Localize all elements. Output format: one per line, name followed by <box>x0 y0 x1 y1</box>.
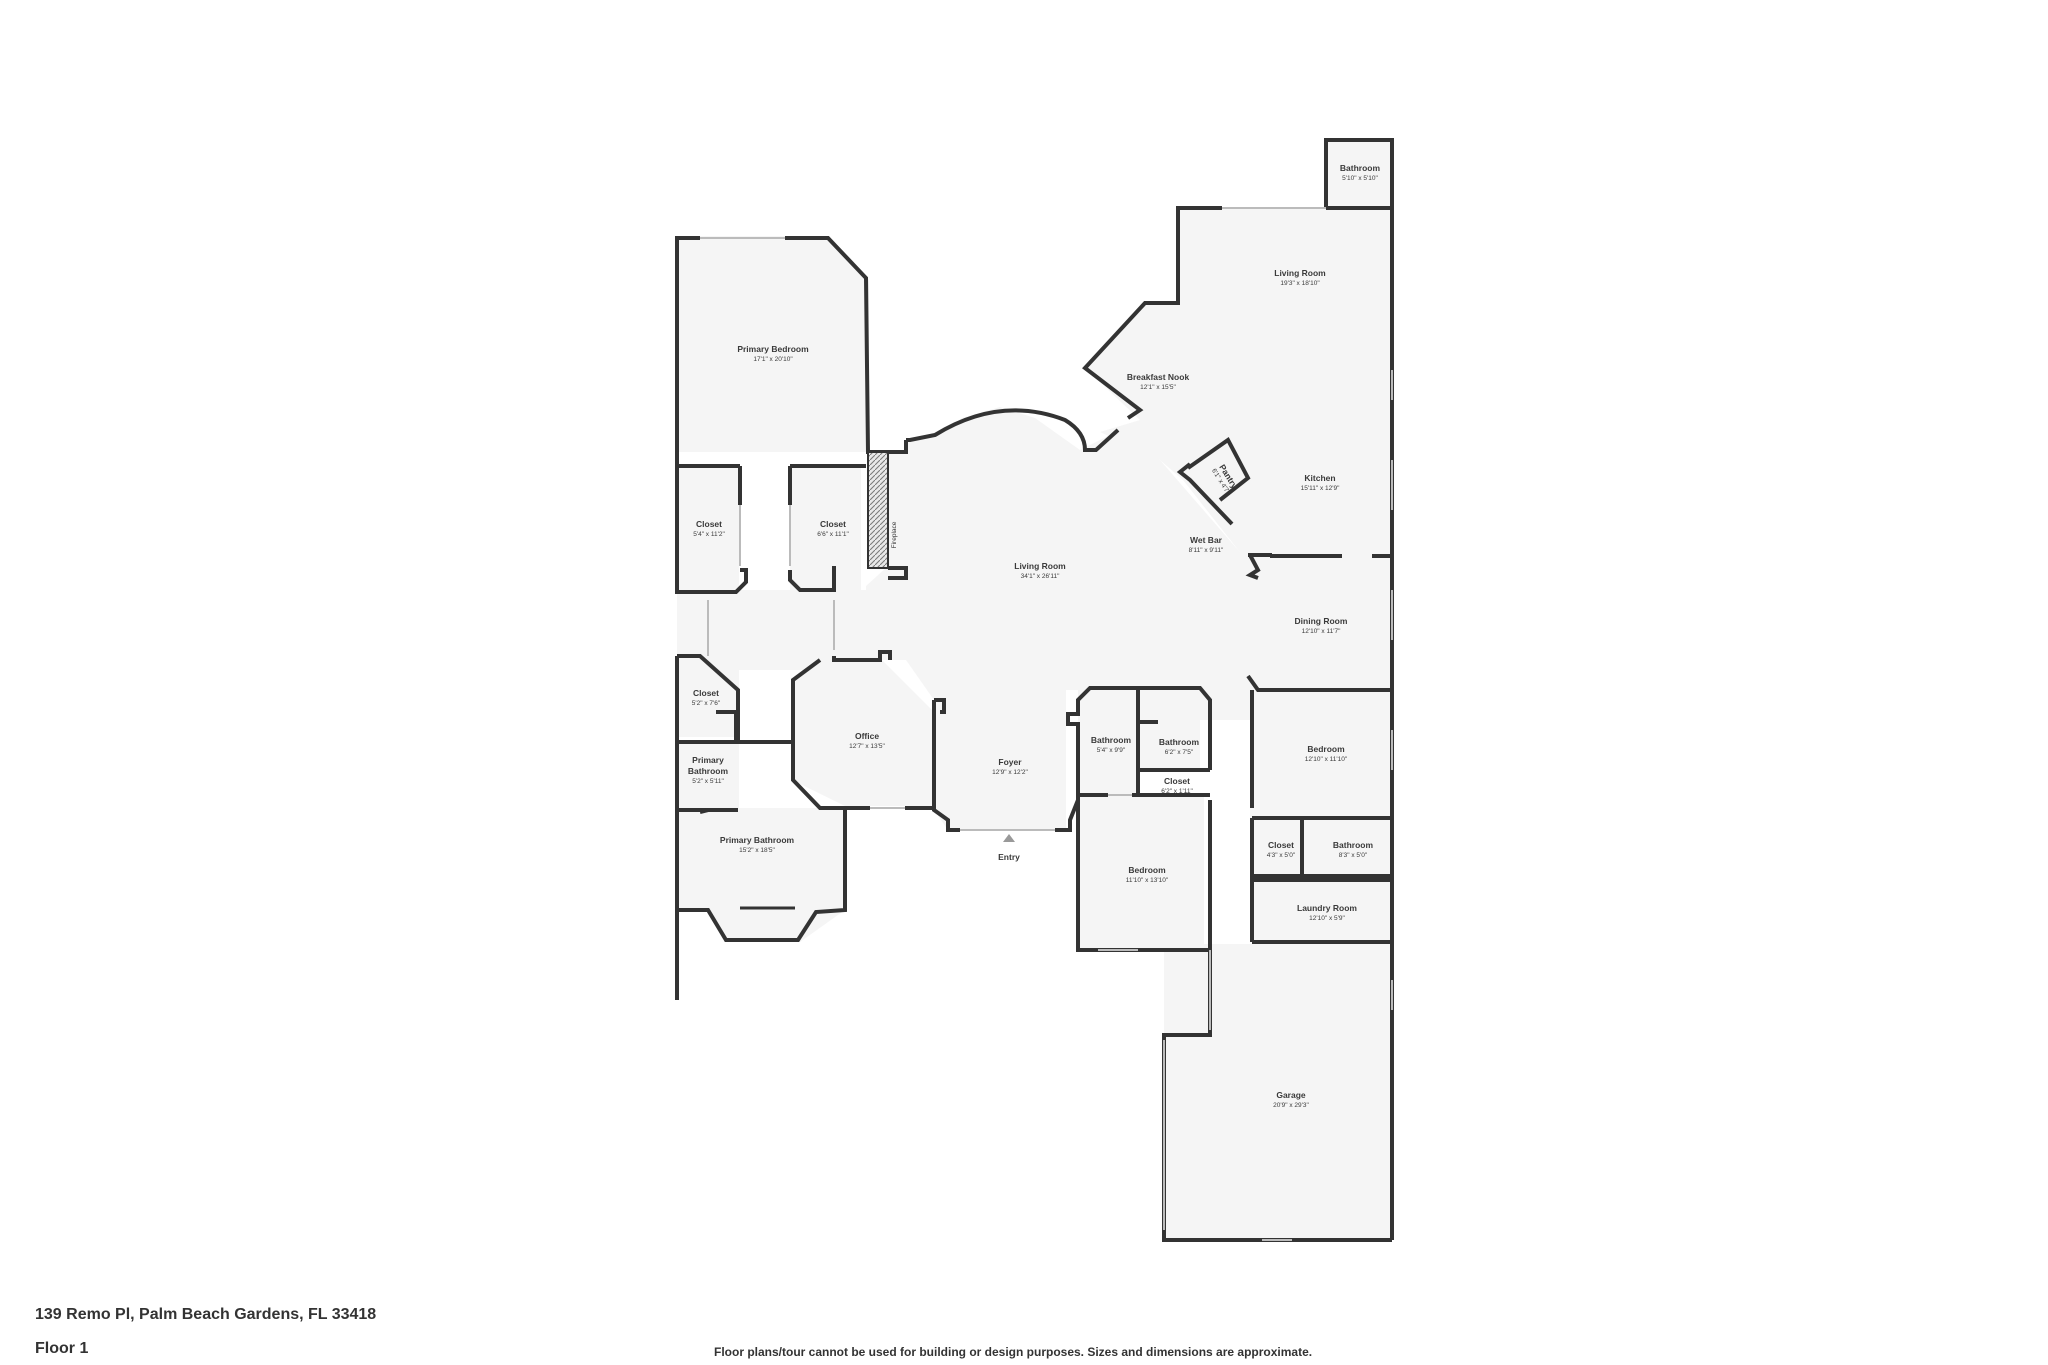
closet-mid-name: Closet <box>1164 776 1190 786</box>
bedroom-lower-dims: 11'10" x 13'10" <box>1126 877 1169 884</box>
breakfast-kitchen-floor <box>1085 208 1392 565</box>
room-fills <box>677 140 1392 1238</box>
foyer-name: Foyer <box>998 757 1022 767</box>
dining-room-dims: 12'10" x 11'7" <box>1302 628 1341 635</box>
bathroom-lower-right-floor <box>1302 820 1392 874</box>
room-labels: Bathroom 5'10" x 5'10" Living Room 19'3"… <box>688 163 1381 1109</box>
breakfast-nook-name: Breakfast Nook <box>1127 372 1190 382</box>
living-room-main-dims: 34'1" x 26'11" <box>1021 573 1060 580</box>
garage-dims: 20'9" x 29'3" <box>1273 1102 1309 1109</box>
closet-lower-right-dims: 4'3" x 5'0" <box>1267 852 1296 859</box>
bathroom-mid-right-floor <box>1140 690 1200 770</box>
primary-bathroom-small-floor <box>677 742 739 808</box>
bedroom-right-dims: 12'10" x 11'10" <box>1305 756 1348 763</box>
fireplace <box>867 451 889 569</box>
office-name: Office <box>855 731 879 741</box>
wet-bar-dims: 8'11" x 9'11" <box>1189 547 1224 554</box>
closet-right-dims: 6'6" x 11'1" <box>817 531 849 538</box>
primary-bedroom-floor <box>677 236 869 452</box>
laundry-room-name: Laundry Room <box>1297 903 1357 913</box>
primary-bathroom-small-name-2: Bathroom <box>688 766 729 776</box>
bathroom-mid-left-name: Bathroom <box>1091 735 1132 745</box>
kitchen-dims: 15'11" x 12'9" <box>1301 485 1340 492</box>
breakfast-nook-dims: 12'1" x 15'5" <box>1140 384 1176 391</box>
bathroom-mid-left-dims: 5'4" x 9'9" <box>1097 747 1126 754</box>
entry-label: Entry <box>998 852 1020 862</box>
bathroom-lower-right-name: Bathroom <box>1333 840 1374 850</box>
bathroom-lower-right-dims: 8'3" x 5'0" <box>1339 852 1368 859</box>
closet-left-floor <box>677 466 739 590</box>
living-room-main-name: Living Room <box>1014 561 1066 571</box>
bedroom-lower-name: Bedroom <box>1128 865 1166 875</box>
living-room-upper-dims: 19'3" x 18'10" <box>1280 280 1320 287</box>
closet-left-name: Closet <box>696 519 722 529</box>
primary-bathroom-name: Primary Bathroom <box>720 835 795 845</box>
bathroom-top-dims: 5'10" x 5'10" <box>1342 175 1378 182</box>
office-floor <box>792 660 934 806</box>
entry-arrow-icon <box>1003 834 1015 842</box>
primary-bedroom-dims: 17'1" x 20'10" <box>753 356 793 363</box>
bathroom-mid-left-floor <box>1078 690 1138 796</box>
bedroom-right-name: Bedroom <box>1307 744 1345 754</box>
laundry-room-dims: 12'10" x 5'9" <box>1309 915 1345 922</box>
closet-small-dims: 5'2" x 7'6" <box>692 700 721 707</box>
disclaimer-text: Floor plans/tour cannot be used for buil… <box>714 1345 1313 1359</box>
primary-bedroom-name: Primary Bedroom <box>737 344 809 354</box>
closet-small-floor <box>677 656 739 737</box>
bedroom-right-floor <box>1250 690 1392 818</box>
closet-lower-right-floor <box>1250 820 1300 874</box>
dining-room-name: Dining Room <box>1295 616 1348 626</box>
bathroom-mid-right-name: Bathroom <box>1159 737 1200 747</box>
bathroom-mid-right-dims: 6'2" x 7'5" <box>1165 749 1194 756</box>
bathroom-top-name: Bathroom <box>1340 163 1381 173</box>
primary-bathroom-small-name-1: Primary <box>692 755 724 765</box>
fireplace-label: Fireplace <box>891 521 898 548</box>
living-main-floor <box>866 407 1392 830</box>
primary-bathroom-dims: 15'2" x 18'5" <box>739 847 775 854</box>
closet-mid-dims: 6'2" x 1'11" <box>1161 788 1193 795</box>
primary-bathroom-floor <box>677 808 845 942</box>
office-dims: 12'7" x 13'5" <box>849 743 885 750</box>
foyer-dims: 12'9" x 12'2" <box>992 769 1028 776</box>
laundry-floor <box>1250 880 1392 942</box>
openings <box>700 207 1393 1241</box>
garage-name: Garage <box>1276 1090 1306 1100</box>
wet-bar-name: Wet Bar <box>1190 535 1223 545</box>
kitchen-name: Kitchen <box>1304 473 1335 483</box>
closet-right-name: Closet <box>820 519 846 529</box>
closet-right-floor <box>790 466 861 590</box>
property-address: 139 Remo Pl, Palm Beach Gardens, FL 3341… <box>35 1306 377 1323</box>
closet-left-dims: 5'4" x 11'2" <box>693 531 725 538</box>
garage-floor <box>1164 944 1392 1238</box>
living-room-upper-name: Living Room <box>1274 268 1326 278</box>
floor-label: Floor 1 <box>35 1340 89 1357</box>
bathroom-top-floor <box>1326 140 1392 208</box>
closet-lower-right-name: Closet <box>1268 840 1294 850</box>
closet-small-name: Closet <box>693 688 719 698</box>
bedroom-lower-floor <box>1078 796 1204 948</box>
primary-bathroom-small-dims: 5'2" x 5'11" <box>692 778 724 785</box>
